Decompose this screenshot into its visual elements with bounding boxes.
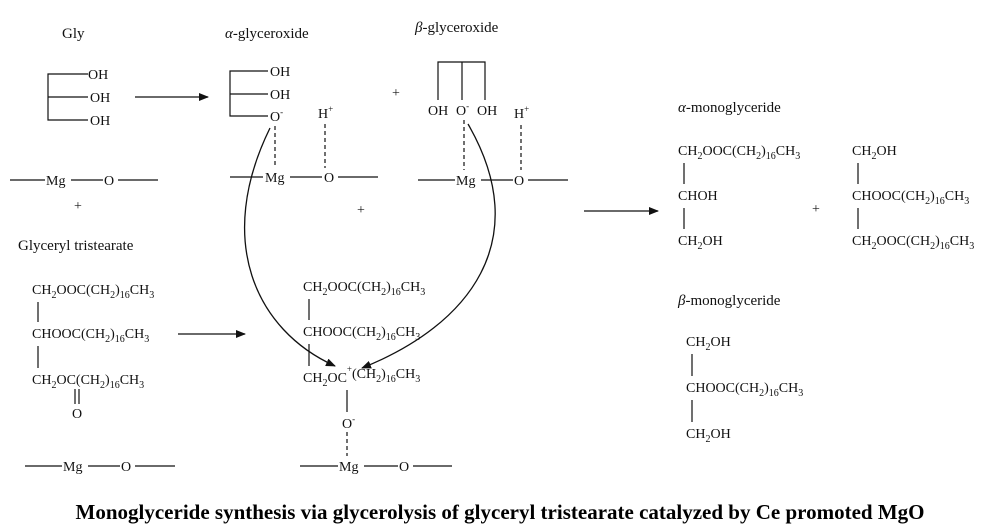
beta-o-minus: O- xyxy=(456,101,469,119)
adsorbed-intermediate: CH2OOC(CH2)16CH3 CHOOC(CH2)16CH3 CH2OC+(… xyxy=(300,280,452,475)
mgo-surface-left: Mg O xyxy=(10,174,158,189)
pr-row-1: CH2OH xyxy=(852,144,897,162)
tri-carbonyl-o: O xyxy=(72,407,82,422)
plus-sign-middle: + xyxy=(357,203,365,218)
left-surface-o: O xyxy=(104,174,114,189)
beta-oh-1: OH xyxy=(428,104,448,119)
glyceryl-tristearate-label: Glyceryl tristearate xyxy=(18,238,134,254)
plus-sign-left: + xyxy=(74,199,82,214)
beta-monoglyceride: β-monoglyceride CH2OH CHOOC(CH2)16CH3 CH… xyxy=(677,293,803,445)
alpha-surface-mg: Mg xyxy=(265,171,284,186)
alpha-glyceroxide-label: α-glyceroxide xyxy=(225,26,309,42)
plus-sign-top: + xyxy=(392,86,400,101)
glycerol-skeleton xyxy=(47,73,88,121)
int-surface-mg: Mg xyxy=(339,460,358,475)
pr-row-2: CHOOC(CH2)16CH3 xyxy=(852,189,969,207)
alpha-monoglyceride: α-monoglyceride CH2OOC(CH2)16CH3 CHOH CH… xyxy=(678,100,800,252)
beta-surface-mg: Mg xyxy=(456,174,475,189)
attack-arrow-alpha xyxy=(243,127,336,367)
tri-row-2: CHOOC(CH2)16CH3 xyxy=(32,327,149,345)
am-row-1: CH2OOC(CH2)16CH3 xyxy=(678,144,800,162)
tri-row-1: CH2OOC(CH2)16CH3 xyxy=(32,283,154,301)
beta-surface-o: O xyxy=(514,174,524,189)
gly-oh-2: OH xyxy=(90,91,110,106)
int-o-minus: O- xyxy=(342,414,355,432)
int-row-2: CHOOC(CH2)16CH3 xyxy=(303,325,420,343)
alpha-surface-o: O xyxy=(324,171,334,186)
attack-arrow-beta xyxy=(361,123,496,369)
alpha-proton: H+ xyxy=(318,104,333,122)
bm-row-2: CHOOC(CH2)16CH3 xyxy=(686,381,803,399)
bottom-left-surface-mg: Mg xyxy=(63,460,82,475)
int-row-1: CH2OOC(CH2)16CH3 xyxy=(303,280,425,298)
int-surface-o: O xyxy=(399,460,409,475)
alpha-oh-2: OH xyxy=(270,88,290,103)
gly-label: Gly xyxy=(62,26,85,42)
gly-oh-3: OH xyxy=(90,114,110,129)
alpha-glyceroxide: α-glyceroxide OH OH O- H+ Mg O xyxy=(225,26,378,186)
gly-oh-1: OH xyxy=(88,68,108,83)
alpha-glyceroxide-skeleton xyxy=(229,70,268,117)
alpha-monoglyceride-label: α-monoglyceride xyxy=(678,100,781,116)
bm-row-1: CH2OH xyxy=(686,335,731,353)
am-row-3: CH2OH xyxy=(678,234,723,252)
alpha-o-minus: O- xyxy=(270,107,283,125)
beta-oh-2: OH xyxy=(477,104,497,119)
tri-row-3: CH2OC(CH2)16CH3 xyxy=(32,373,144,391)
alpha-oh-1: OH xyxy=(270,65,290,80)
beta-glyceroxide-skeleton xyxy=(437,61,486,100)
plus-sign-products: + xyxy=(812,202,820,217)
beta-glyceroxide-label: β-glyceroxide xyxy=(414,20,499,36)
figure-caption: Monoglyceride synthesis via glycerolysis… xyxy=(76,500,925,524)
beta-monoglyceride-label: β-monoglyceride xyxy=(677,293,781,309)
left-surface-mg: Mg xyxy=(46,174,65,189)
pr-row-3: CH2OOC(CH2)16CH3 xyxy=(852,234,974,252)
beta-proton: H+ xyxy=(514,104,529,122)
bottom-left-surface-o: O xyxy=(121,460,131,475)
int-row-3: CH2OC+(CH2)16CH3 xyxy=(303,364,420,389)
glyceryl-tristearate: Glyceryl tristearate CH2OOC(CH2)16CH3 CH… xyxy=(18,238,154,422)
product-right: CH2OH CHOOC(CH2)16CH3 CH2OOC(CH2)16CH3 xyxy=(852,144,974,252)
mgo-surface-bottom-left: Mg O xyxy=(25,460,175,475)
beta-glyceroxide: β-glyceroxide OH O- OH H+ Mg O xyxy=(414,20,568,189)
am-row-2: CHOH xyxy=(678,189,718,204)
glycerol: Gly OH OH OH xyxy=(47,26,110,129)
bm-row-3: CH2OH xyxy=(686,427,731,445)
